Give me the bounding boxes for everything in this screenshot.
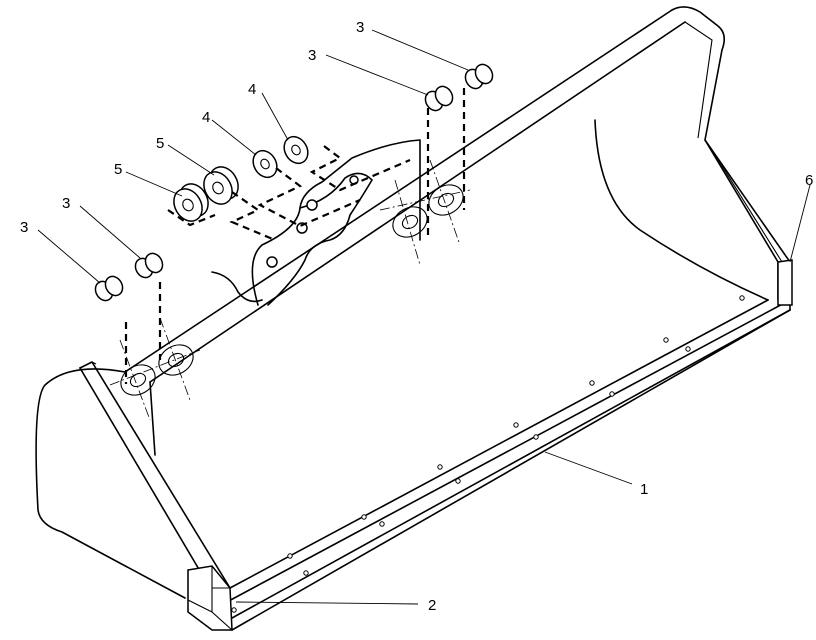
cutting-edge-bolt-holes — [231, 295, 745, 613]
callout-3-upper-left: 3 — [62, 195, 70, 212]
callout-5-upper: 5 — [156, 135, 164, 152]
left-lug-outline — [211, 271, 263, 303]
spacer-upper — [203, 166, 239, 205]
washer-upper — [283, 135, 309, 165]
callout-3-top-right: 3 — [356, 19, 364, 36]
pivot-bosses — [109, 159, 471, 421]
callout-3-lower-left: 3 — [20, 219, 28, 236]
callout-3-upper-right: 3 — [308, 47, 316, 64]
bucket-body — [35, 6, 793, 631]
bushing-left-lower — [94, 275, 124, 302]
bushing-left-upper — [134, 252, 164, 279]
callout-1: 1 — [640, 481, 648, 498]
callout-4-upper: 4 — [248, 81, 256, 98]
callout-6: 6 — [805, 172, 813, 189]
callout-5-lower: 5 — [114, 161, 122, 178]
bushing-right-lower — [424, 85, 454, 112]
hinge-bracket — [251, 139, 421, 306]
callout-2: 2 — [428, 597, 436, 614]
callout-4-lower: 4 — [202, 109, 210, 126]
callouts: 3 3 3 3 4 4 5 5 6 1 2 — [20, 19, 813, 614]
bushing-right-upper — [464, 63, 494, 90]
leader-lines — [37, 29, 811, 605]
spacer-lower — [173, 183, 209, 222]
assembly-lines — [124, 88, 466, 384]
washer-lower — [252, 149, 278, 179]
